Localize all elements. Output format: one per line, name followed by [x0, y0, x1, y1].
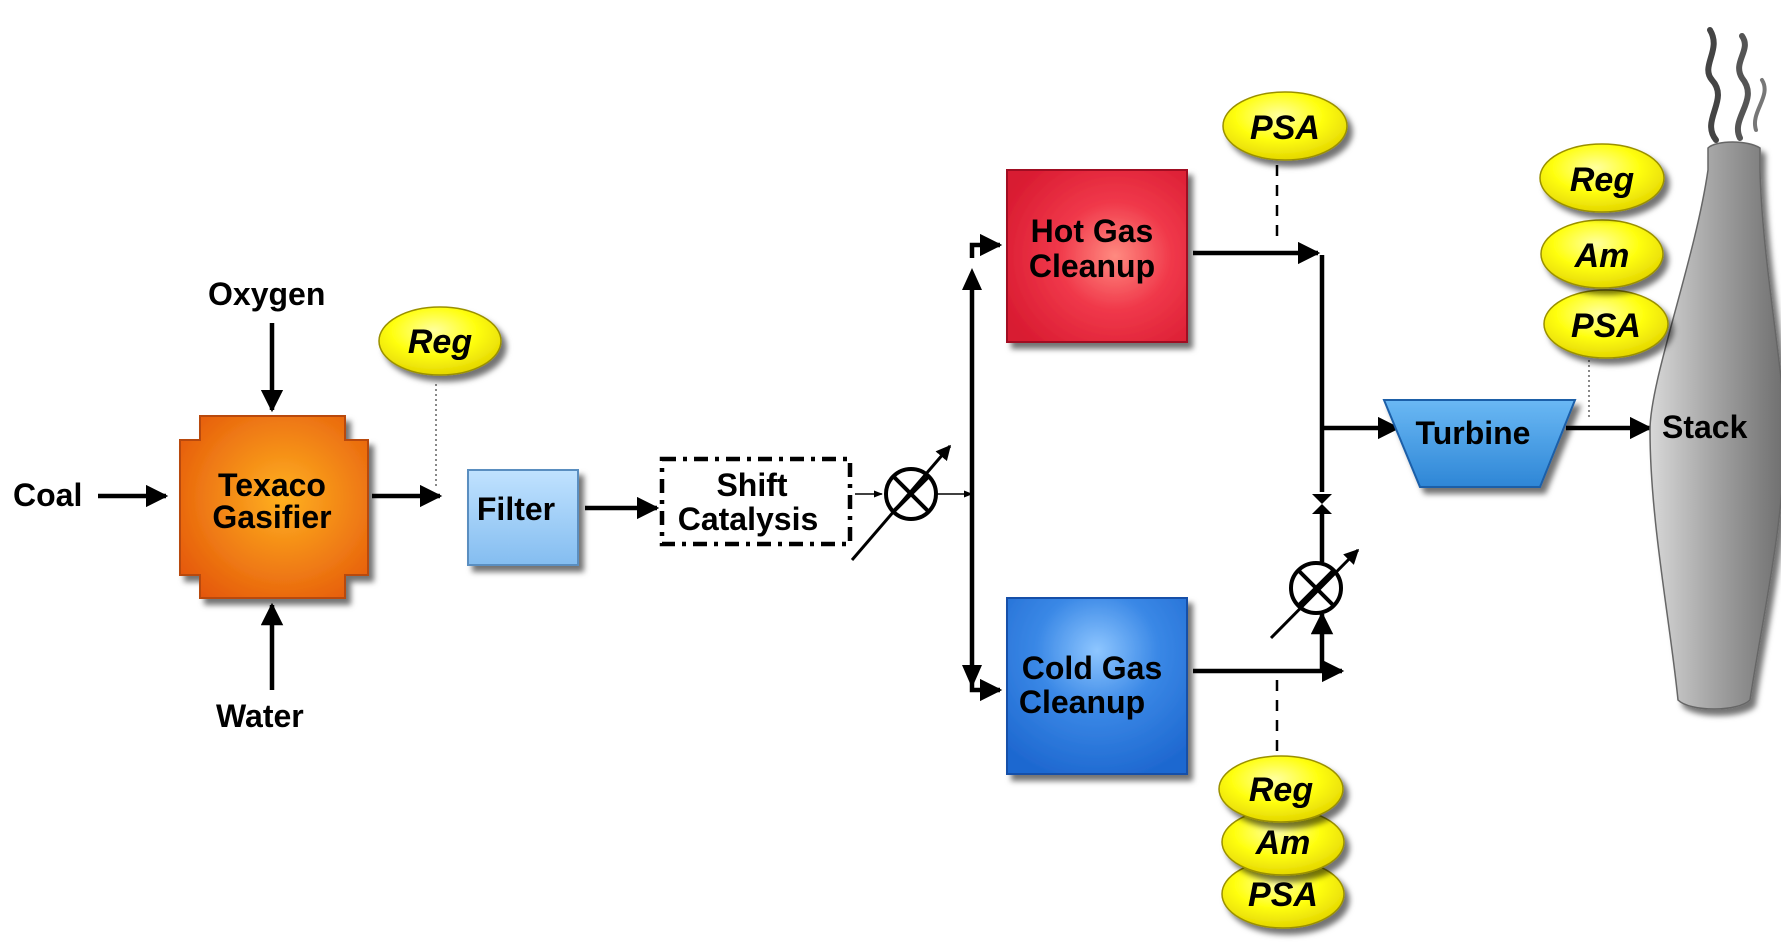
gasifier-label-line2: Gasifier [212, 499, 331, 535]
gasifier-reg-tag: Reg [378, 306, 502, 376]
cold-psa-tag-text: PSA [1248, 876, 1318, 914]
hot-gas-label-line1: Hot Gas [1031, 213, 1154, 249]
stack-am-tag-text: Am [1574, 237, 1630, 275]
hot-psa-tag-text: PSA [1250, 109, 1320, 147]
hot-gas-label-line2: Cleanup [1029, 248, 1155, 284]
gasifier-label-line1: Texaco [218, 467, 326, 503]
gasifier-reg-tag-text: Reg [408, 323, 472, 361]
texaco-gasifier [179, 415, 369, 599]
water-label: Water [216, 698, 304, 734]
coal-label: Coal [13, 477, 82, 513]
cold-gas-cleanup-unit [1006, 597, 1188, 775]
stack-reg-tag-text: Reg [1570, 161, 1634, 199]
smoke-icon [1705, 27, 1767, 143]
shift-label-line1: Shift [716, 467, 787, 503]
hot-gas-psa-tag: PSA [1222, 91, 1348, 161]
cold-reg-tag-text: Reg [1249, 771, 1313, 809]
split-header-up-arrow [962, 268, 982, 290]
stack-label: Stack [1662, 409, 1748, 445]
turbine-label: Turbine [1416, 415, 1531, 451]
hot-gas-cleanup-unit [1006, 169, 1188, 343]
header-to-hot-gas-arrow [969, 233, 1003, 258]
cold-gas-label-line1: Cold Gas [1022, 650, 1162, 686]
bypass-valve-top [1312, 494, 1332, 504]
oxygen-label: Oxygen [208, 276, 325, 312]
exhaust-stack [1649, 141, 1781, 710]
shift-catalysis-unit [659, 456, 853, 547]
shift-label-line2: Catalysis [678, 501, 819, 537]
bypass-valve-bottom [1312, 504, 1332, 514]
cold-gas-tag-stack: PSA Am Reg [1218, 755, 1345, 929]
cold-gas-label-line2: Cleanup [1019, 684, 1145, 720]
control-valve-2 [1269, 548, 1360, 640]
stack-psa-tag-text: PSA [1571, 307, 1641, 345]
filter-unit [467, 469, 579, 566]
filter-label: Filter [477, 491, 555, 527]
header-to-cold-gas-arrow [969, 678, 1003, 702]
split-header-down-arrow [962, 665, 982, 688]
cold-am-tag-text: Am [1255, 824, 1311, 862]
turbine-unit [1382, 399, 1577, 488]
control-valve-1 [850, 444, 952, 561]
stack-tag-stack: PSA Am Reg [1539, 143, 1669, 359]
